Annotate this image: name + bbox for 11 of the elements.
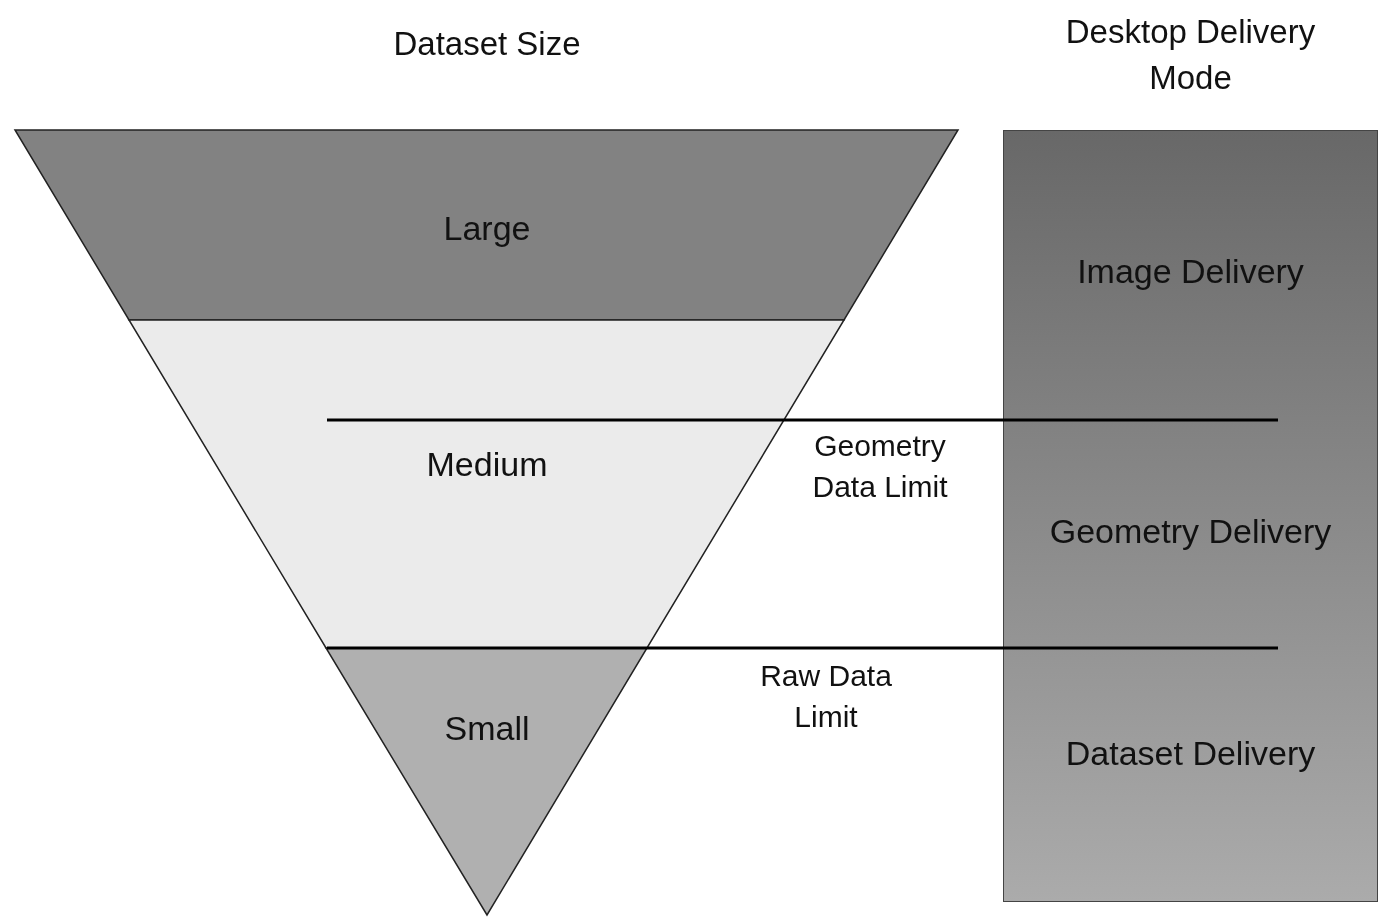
mode-label: Image Delivery: [1077, 251, 1304, 291]
axis-title: Dataset Size: [392, 24, 582, 64]
large-band: [15, 130, 958, 320]
limit-label: Geometry Data Limit: [811, 428, 949, 505]
limit-label: Raw Data Limit: [759, 658, 893, 735]
band-label: Medium: [426, 444, 548, 484]
band-label: Small: [444, 708, 530, 748]
panel-heading: Desktop Delivery Mode: [1064, 12, 1317, 99]
mode-label: Dataset Delivery: [1065, 733, 1316, 773]
mode-label: Geometry Delivery: [1049, 511, 1332, 551]
band-label: Large: [443, 208, 531, 248]
